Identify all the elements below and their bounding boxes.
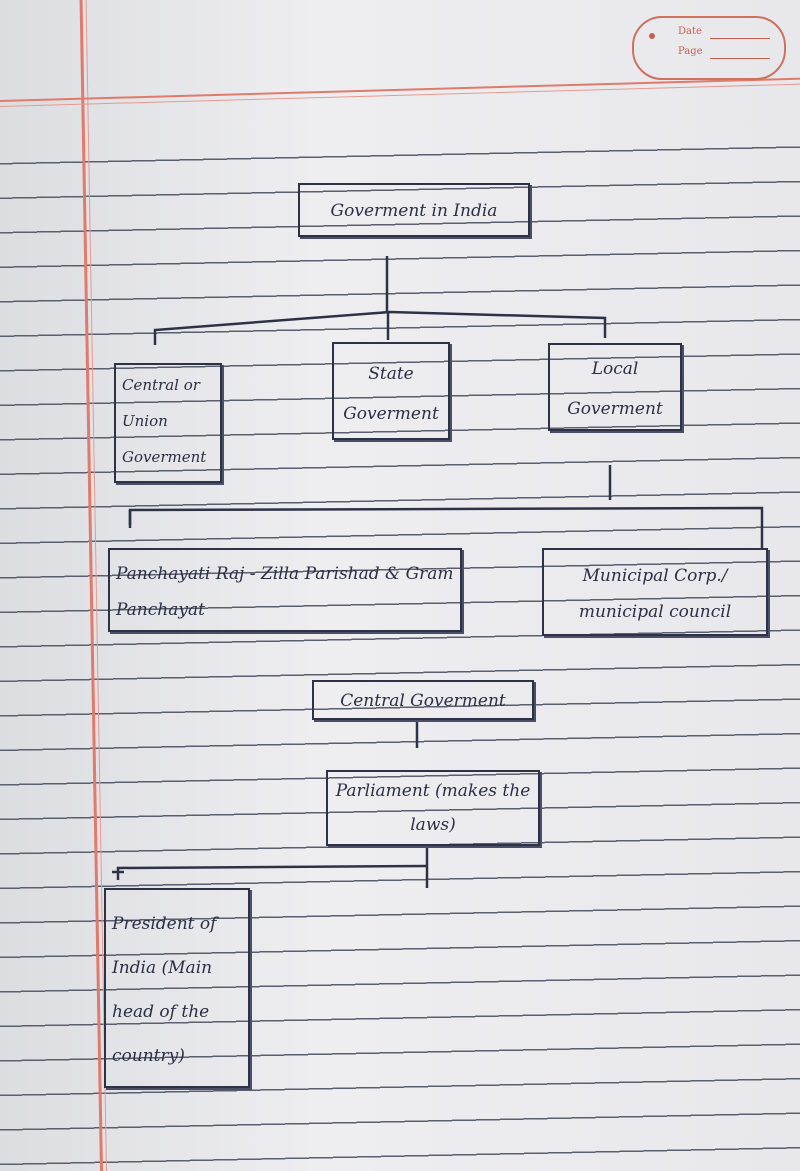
node-label: Central or Union Goverment [122,376,207,466]
node-label: President of India (Main head of the cou… [112,914,217,1066]
stamp-dot-icon [649,33,655,39]
node-parliament: Parliament (makes the laws) [326,770,540,846]
node-label: Parliament (makes the laws) [335,781,531,835]
date-line [710,38,770,39]
node-local: Local Goverment [548,343,682,431]
date-page-stamp: Date Page [632,16,786,80]
node-panchayati-raj: Panchayati Raj - Zilla Parishad & Gram P… [108,548,462,632]
node-central-union: Central or Union Goverment [114,363,222,483]
page-label: Page [678,46,703,57]
node-label: Municipal Corp./ municipal council [578,566,732,622]
node-label: Goverment in India [330,201,498,221]
node-label: State Goverment [343,364,439,424]
node-state: State Goverment [332,342,450,440]
date-label: Date [678,26,702,37]
node-label: Local Goverment [567,359,663,419]
node-president: President of India (Main head of the cou… [104,888,250,1088]
node-label: Panchayati Raj - Zilla Parishad & Gram P… [116,564,454,620]
node-central-government: Central Goverment [312,680,534,720]
node-root: Goverment in India [298,183,530,237]
node-municipal: Municipal Corp./ municipal council [542,548,768,636]
node-label: Central Goverment [340,691,506,711]
page-line [710,58,770,59]
